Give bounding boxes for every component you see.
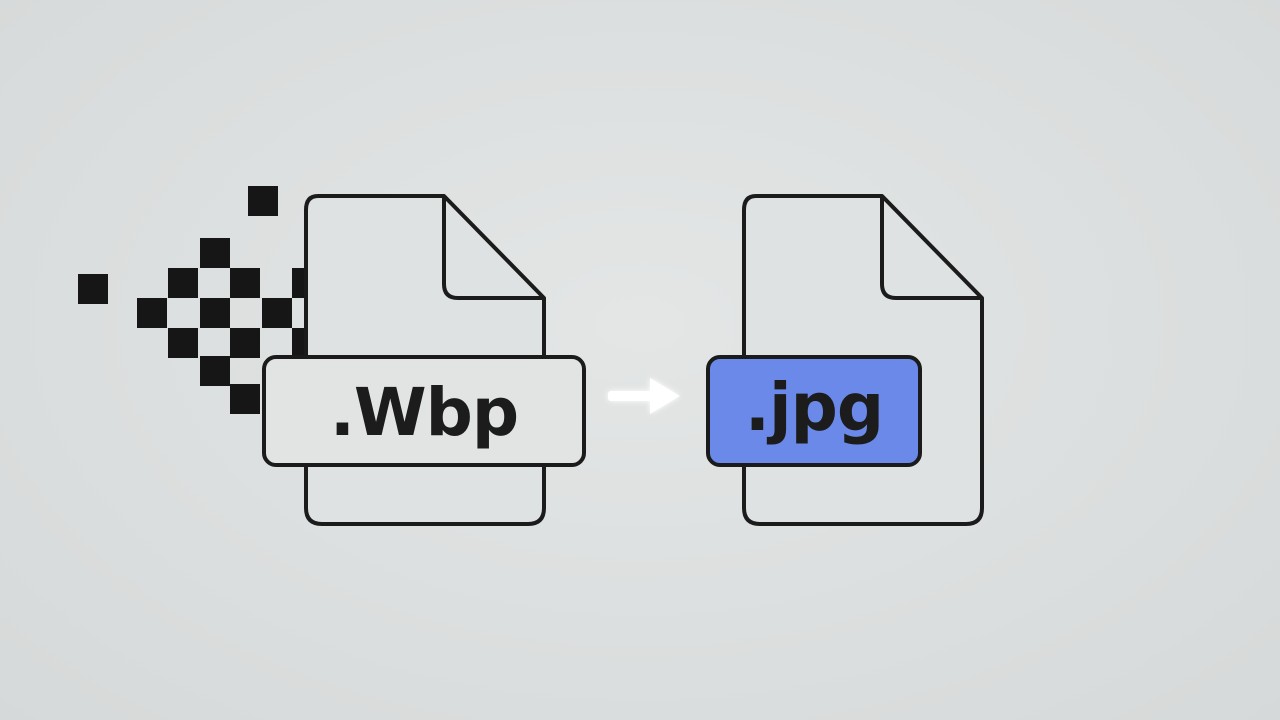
pixel-square (168, 328, 198, 358)
target-extension-label: .jpg (706, 355, 922, 467)
pixel-square (137, 298, 167, 328)
pixel-square (200, 356, 230, 386)
pixel-square (78, 274, 108, 304)
pixel-square (168, 268, 198, 298)
pixel-square (230, 328, 260, 358)
pixel-square (200, 298, 230, 328)
source-extension-label: .Wbp (262, 355, 586, 467)
source-extension-text: .Wbp (329, 373, 519, 451)
pixel-square (262, 298, 292, 328)
pixel-square (248, 186, 278, 216)
arrow-right-icon (608, 378, 680, 414)
pixel-square (230, 268, 260, 298)
pixel-square (230, 384, 260, 414)
pixel-square (200, 238, 230, 268)
target-extension-text: .jpg (744, 368, 884, 446)
